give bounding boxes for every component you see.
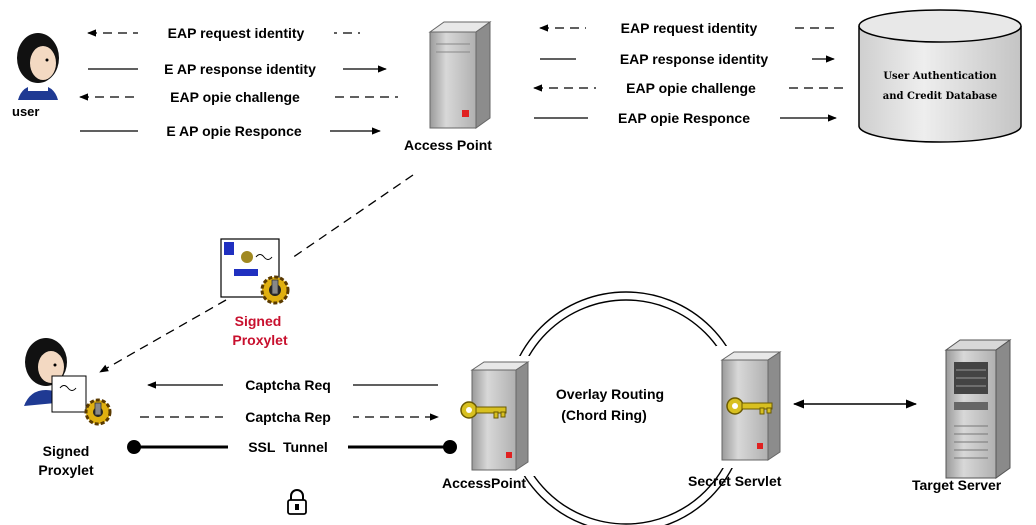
- target-server-label: Target Server: [912, 477, 1002, 493]
- client-document-icon: [51, 375, 87, 413]
- access-point-bottom-label: AccessPoint: [442, 475, 526, 491]
- ap-db-messages: EAP request identity EAP response identi…: [533, 19, 848, 127]
- ring-label-line1: Overlay Routing: [556, 386, 664, 402]
- gear-icon: [260, 275, 290, 305]
- proxylet-download-line-1: [291, 174, 414, 259]
- database-icon: [858, 9, 1022, 143]
- client-user-icon: [24, 338, 67, 406]
- msg-ssl-tunnel: SSL Tunnel: [248, 439, 328, 455]
- signed-proxylet-label-line2: Proxylet: [232, 332, 288, 348]
- client-proxylet-label-line1: Signed: [43, 443, 90, 459]
- user-label: user: [12, 104, 39, 119]
- proxylet-download-line-2: [99, 299, 227, 373]
- msg-captcha-req: Captcha Req: [245, 377, 331, 393]
- database-label-line2: and Credit Database: [883, 91, 997, 102]
- signed-proxylet-icon: [220, 238, 280, 298]
- lock-icon: [287, 489, 307, 515]
- msg-user-response-identity: E AP response identity: [164, 61, 316, 77]
- secret-servlet-key-icon: [726, 397, 773, 415]
- access-point-key-icon: [460, 401, 507, 419]
- access-point-top-icon: [428, 21, 492, 129]
- msg-user-opie-responce: E AP opie Responce: [166, 123, 302, 139]
- user-icon: [17, 33, 59, 100]
- msg-ap-opie-responce: EAP opie Responce: [618, 110, 750, 126]
- ring-label-line2: (Chord Ring): [561, 407, 647, 423]
- msg-ap-opie-challenge: EAP opie challenge: [626, 80, 756, 96]
- msg-captcha-rep: Captcha Rep: [245, 409, 331, 425]
- secret-servlet-label: Secret Servlet: [688, 473, 782, 489]
- msg-ap-response-identity: EAP response identity: [620, 51, 769, 67]
- database-label-line1: User Authentication: [883, 71, 997, 82]
- msg-user-opie-challenge: EAP opie challenge: [170, 89, 300, 105]
- msg-user-request-identity: EAP request identity: [168, 25, 305, 41]
- signed-proxylet-label-line1: Signed: [235, 313, 282, 329]
- access-point-top-label: Access Point: [404, 137, 492, 153]
- msg-ap-request-identity: EAP request identity: [621, 20, 758, 36]
- user-ap-messages: EAP request identity E AP response ident…: [79, 24, 398, 140]
- target-server-icon: [944, 339, 1012, 479]
- client-gear-icon: [84, 398, 112, 426]
- client-ap-messages: Captcha Req Captcha Rep SSL Tunnel: [127, 376, 457, 456]
- client-proxylet-label-line2: Proxylet: [38, 462, 94, 478]
